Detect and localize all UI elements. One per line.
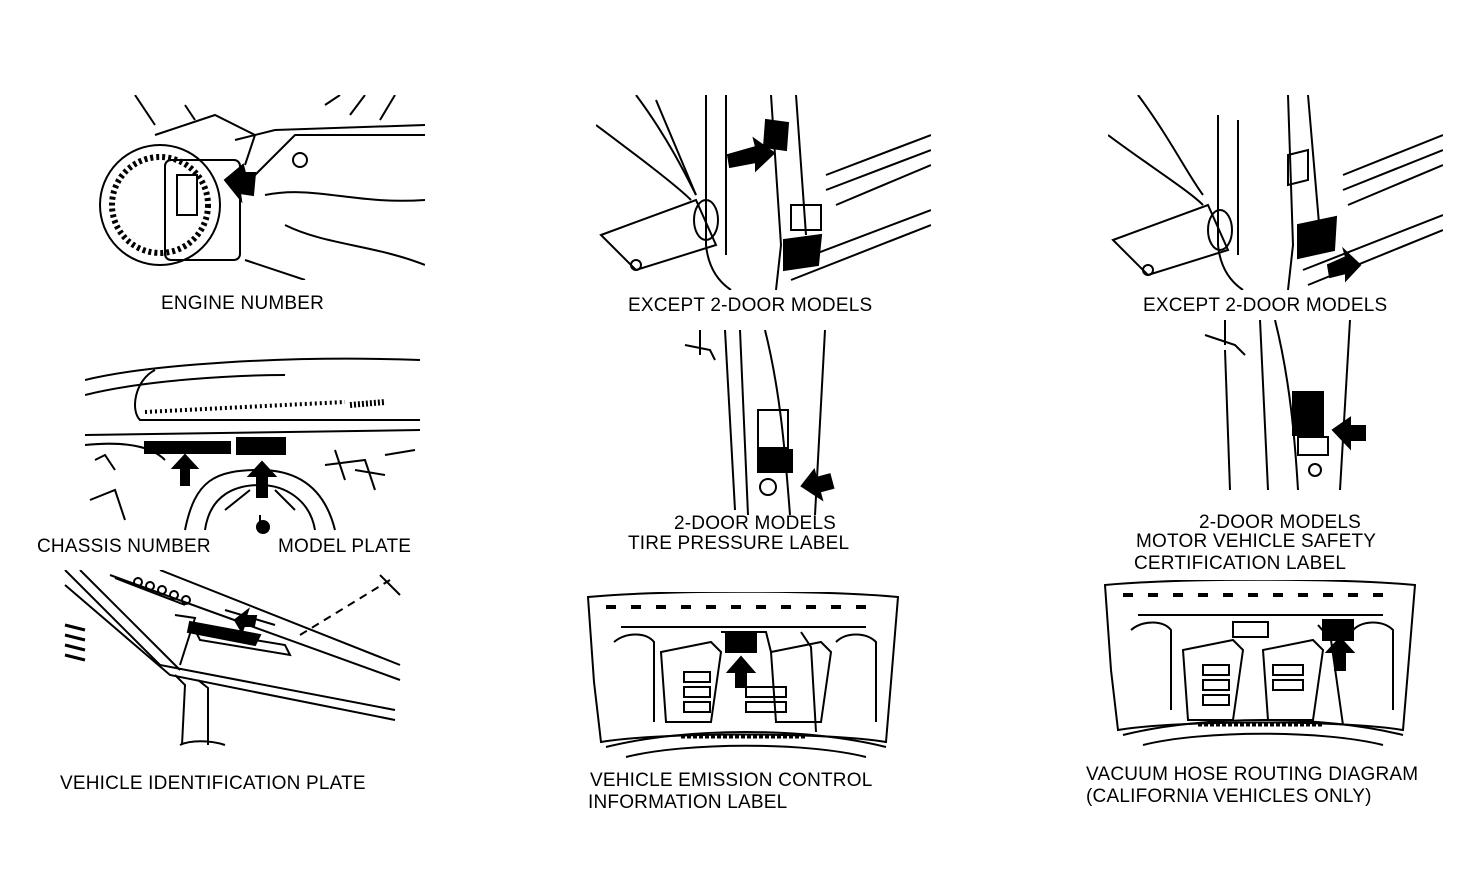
hood-emission-label-illustration [586, 592, 901, 762]
engine-number-caption: ENGINE NUMBER [161, 293, 325, 314]
except-2door-safety-caption: EXCEPT 2-DOOR MODELS [1143, 295, 1388, 316]
two-door-tire-caption-line1: 2-DOOR MODELS [673, 513, 836, 534]
door-pillar-tire-label-illustration [596, 95, 931, 290]
emission-caption-line2: INFORMATION LABEL [588, 792, 788, 813]
two-door-tire-pressure-illustration [680, 330, 840, 515]
vacuum-caption-line2: (CALIFORNIA VEHICLES ONLY) [1086, 786, 1372, 807]
emission-caption-line1: VEHICLE EMISSION CONTROL [590, 770, 873, 791]
except-2door-tire-caption: EXCEPT 2-DOOR MODELS [628, 295, 873, 316]
chassis-model-plate-illustration [85, 350, 425, 535]
chassis-number-caption: CHASSIS NUMBER [37, 536, 211, 557]
door-pillar-safety-label-illustration [1108, 95, 1443, 290]
vacuum-caption-line1: VACUUM HOSE ROUTING DIAGRAM [1086, 764, 1419, 785]
engine-number-illustration [95, 95, 425, 280]
model-plate-caption: MODEL PLATE [278, 536, 412, 557]
two-door-safety-cert-illustration [1200, 320, 1375, 495]
two-door-tire-caption-line2: TIRE PRESSURE LABEL [628, 533, 850, 554]
hood-vacuum-diagram-illustration [1103, 580, 1418, 750]
vin-plate-caption: VEHICLE IDENTIFICATION PLATE [60, 773, 366, 794]
two-door-safety-caption-line1: 2-DOOR MODELS [1198, 512, 1361, 533]
two-door-safety-caption-line2: MOTOR VEHICLE SAFETY [1136, 531, 1377, 552]
vin-plate-illustration [60, 570, 410, 750]
two-door-safety-caption-line3: CERTIFICATION LABEL [1134, 553, 1347, 574]
